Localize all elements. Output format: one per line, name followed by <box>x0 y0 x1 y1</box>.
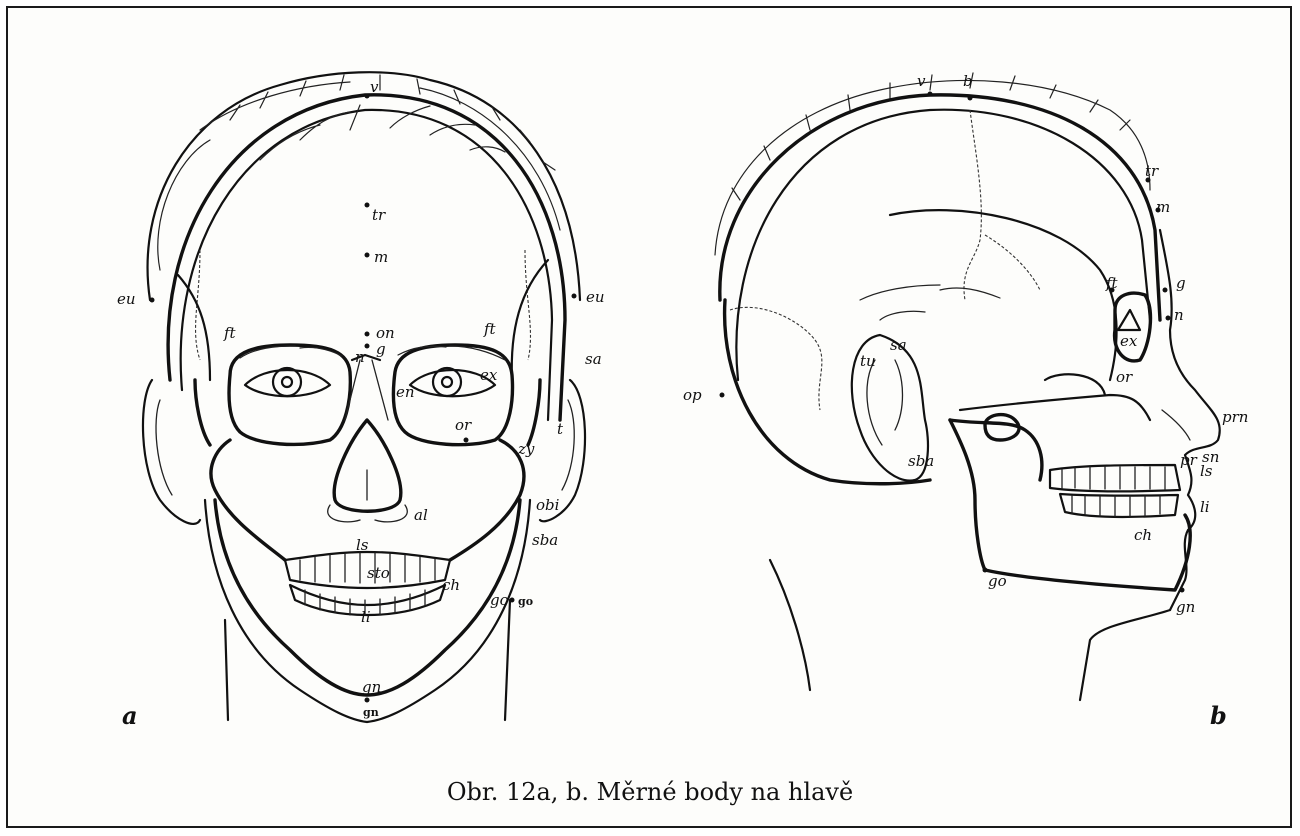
label-b-m: m <box>1156 198 1170 216</box>
label-a-eu-left: eu <box>117 290 136 308</box>
label-b-go: go <box>988 572 1007 590</box>
panel-b-label: b <box>1210 701 1227 730</box>
label-b-n: n <box>1174 306 1184 324</box>
label-a-al: al <box>414 506 428 524</box>
label-b-op: op <box>683 386 702 404</box>
label-a-gn-2: gn <box>363 706 379 719</box>
label-b-ft: ft <box>1105 274 1119 292</box>
label-b-ex: ex <box>1120 332 1138 350</box>
label-b-b: b <box>963 72 973 90</box>
label-a-or: or <box>455 416 472 434</box>
label-b-tu: tu <box>860 352 876 370</box>
figure-caption: Obr. 12a, b. Měrné body na hlavě <box>0 778 1300 806</box>
label-a-go-1: go <box>490 591 509 609</box>
label-b-or: or <box>1116 368 1133 386</box>
label-a-ft-left: ft <box>223 324 237 342</box>
label-a-ft-right: ft <box>483 320 497 338</box>
label-a-sa: sa <box>585 350 602 368</box>
label-a-li: li <box>361 608 371 626</box>
label-a-en: en <box>396 383 415 401</box>
label-b-tr: tr <box>1145 162 1159 180</box>
label-b-pr: pr <box>1180 451 1198 469</box>
label-a-go-2: go <box>518 595 533 608</box>
label-b-ls: ls <box>1200 462 1213 480</box>
label-a-g: g <box>376 340 386 358</box>
panel-a-labels: v tr m on g n eu eu ft ft sa ex en or zy… <box>117 78 605 730</box>
label-a-ch: ch <box>442 576 460 594</box>
label-b-sba: sba <box>908 452 934 470</box>
label-a-sto: sto <box>367 564 390 582</box>
label-b-sa: sa <box>890 336 907 354</box>
panel-a-label: a <box>122 701 138 730</box>
label-b-v: v <box>917 72 926 90</box>
label-b-ch: ch <box>1134 526 1152 544</box>
label-a-t: t <box>557 420 564 438</box>
label-a-obi: obi <box>536 496 560 514</box>
label-a-ex: ex <box>480 366 498 384</box>
label-a-m: m <box>374 248 388 266</box>
label-b-g: g <box>1176 274 1186 292</box>
label-a-ls: ls <box>356 536 369 554</box>
label-a-zy: zy <box>517 440 535 458</box>
label-a-tr: tr <box>372 206 386 224</box>
label-a-sba: sba <box>532 531 558 549</box>
label-a-v: v <box>370 78 379 96</box>
label-b-gn: gn <box>1176 598 1195 616</box>
label-a-gn-1: gn <box>362 678 381 696</box>
label-a-n: n <box>355 348 365 366</box>
label-b-li: li <box>1200 498 1210 516</box>
label-a-eu-right: eu <box>586 288 605 306</box>
label-b-prn: prn <box>1222 408 1248 426</box>
